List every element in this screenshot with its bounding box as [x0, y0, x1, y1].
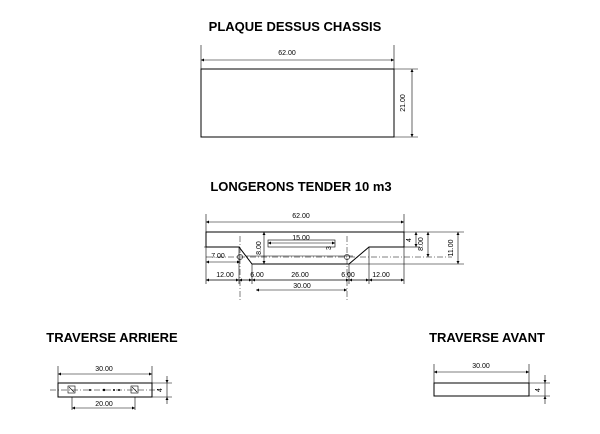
traverse-arriere-holes-label: 20.00	[95, 401, 113, 408]
longeron-hole-offset-label: 7.00	[211, 253, 225, 260]
longerons-title: LONGERONS TENDER 10 m3	[210, 179, 391, 194]
traverse-avant-outline	[433, 382, 530, 397]
longeron-left-height-label: 8.00	[256, 241, 263, 255]
plaque-width-label: 62.00	[278, 50, 296, 57]
plaque-title: PLAQUE DESSUS CHASSIS	[209, 19, 382, 34]
traverse-arriere-hole-right-cross	[131, 386, 138, 393]
longeron-overall-label: 62.00	[292, 213, 310, 220]
longeron-left-end-label: 12.00	[216, 272, 234, 279]
traverse-arriere-hole-left-cross	[68, 386, 75, 393]
longeron-middle-label: 26.00	[291, 272, 309, 279]
traverse-avant-width-label: 30.00	[472, 363, 490, 370]
longeron-slot-label: 15.00	[292, 235, 310, 242]
traverse-arriere-mark-3	[113, 389, 115, 391]
traverse-arriere-mark-4	[118, 389, 120, 391]
longeron-inner-height-label: 8.00	[418, 237, 425, 251]
traverse-arriere-mark-2	[102, 388, 106, 392]
plaque-height-label: 21.00	[400, 94, 407, 112]
traverse-arriere-view: TRAVERSE ARRIERE 30.00 20.00 4	[46, 330, 178, 410]
traverse-avant-height-label: 4	[535, 388, 542, 392]
longeron-total-height-label: 11.00	[448, 239, 455, 256]
traverse-arriere-width-label: 30.00	[95, 366, 113, 373]
longerons-tender-view: LONGERONS TENDER 10 m3 62.00 15.00 3 8.0…	[204, 179, 464, 300]
traverse-arriere-hole-right	[130, 385, 139, 394]
longeron-right-ramp-label: 6.00	[341, 272, 355, 279]
traverse-arriere-title: TRAVERSE ARRIERE	[46, 330, 178, 345]
traverse-arriere-height-label: 4	[157, 388, 164, 392]
traverse-arriere-mark-1	[89, 389, 91, 391]
plaque-outline	[200, 68, 395, 138]
plaque-dessus-chassis-view: PLAQUE DESSUS CHASSIS 62.00 21.00	[200, 19, 418, 138]
traverse-avant-view: TRAVERSE AVANT 30.00 4	[429, 330, 550, 404]
traverse-avant-title: TRAVERSE AVANT	[429, 330, 545, 345]
longeron-span-label: 30.00	[293, 283, 311, 290]
traverse-arriere-hole-left	[67, 385, 76, 394]
longeron-top-band-label: 4	[406, 238, 413, 242]
longeron-right-end-label: 12.00	[372, 272, 390, 279]
longeron-slot-depth-label: 3	[326, 246, 333, 250]
longeron-left-ramp-label: 6.00	[250, 272, 264, 279]
